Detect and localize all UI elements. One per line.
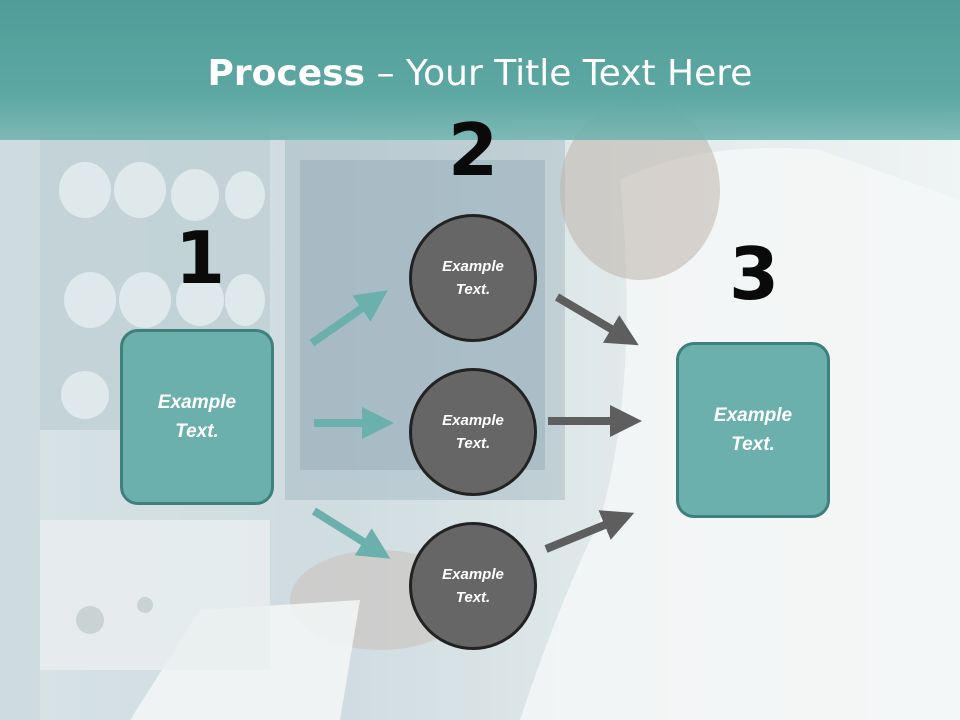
step-number-1: 1 xyxy=(174,216,226,300)
title-rest: – Your Title Text Here xyxy=(365,53,753,94)
arrow-bot-to-right xyxy=(544,510,635,553)
arrow-left-to-top xyxy=(309,290,388,347)
arrow-left-to-bot xyxy=(311,507,391,559)
step-3-text: Example Text. xyxy=(713,405,793,455)
step-1-text: Example Text. xyxy=(157,392,237,442)
arrow-top-to-right xyxy=(554,293,639,346)
step-2-circle-top[interactable]: Example Text. xyxy=(409,214,537,342)
circle-top-text: Example Text. xyxy=(442,258,504,298)
circle-middle-text: Example Text. xyxy=(442,412,504,452)
step-3-box[interactable]: Example Text. xyxy=(676,342,830,518)
step-number-3: 3 xyxy=(728,232,780,316)
step-2-circle-bottom[interactable]: Example Text. xyxy=(409,522,537,650)
circle-bottom-text: Example Text. xyxy=(442,566,504,606)
step-1-box[interactable]: Example Text. xyxy=(120,329,274,505)
step-number-2: 2 xyxy=(447,108,499,192)
title-band xyxy=(0,0,960,140)
step-2-circle-middle[interactable]: Example Text. xyxy=(409,368,537,496)
title-bold: Process xyxy=(207,53,366,94)
slide-title: Process – Your Title Text Here xyxy=(0,52,960,96)
